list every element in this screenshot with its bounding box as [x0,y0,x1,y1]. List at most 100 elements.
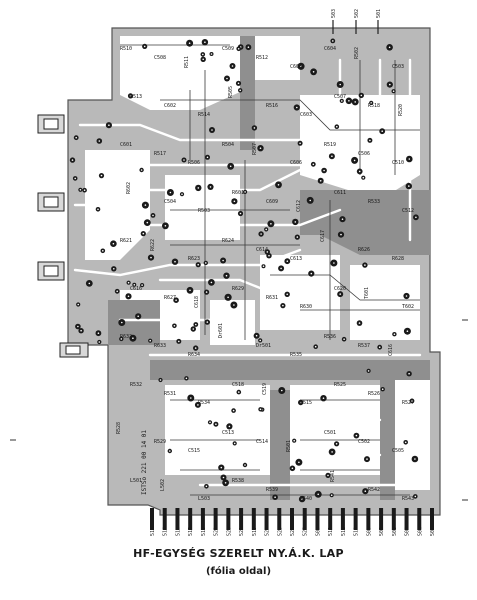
component-label: C603 [300,112,312,118]
pad-hole [378,346,381,349]
pad-hole [202,58,204,61]
pad-hole [330,494,333,497]
pad-hole [141,284,143,286]
component-label: C617 [320,230,326,242]
component-label: T602 [402,304,414,310]
pad-hole [215,423,217,426]
component-label: R505 [228,86,234,98]
component-label: C512 [402,208,414,214]
component-label: C605 [290,64,302,70]
component-label: R634 [188,352,200,358]
bottom-pin-label: 523 [277,527,283,536]
top-terminal-label: 501 [376,9,382,18]
pad-hole [175,299,177,302]
pad-hole [222,476,225,479]
component-label: C611 [334,190,346,196]
component-label: R622 [150,239,156,251]
bottom-pin [200,508,205,530]
pad-hole [309,199,312,202]
component-label: C614 [256,247,268,253]
pad-hole [237,48,240,50]
pad-hole [333,262,335,264]
bottom-pin [302,508,307,530]
pad-hole [415,216,417,219]
component-label: C515 [188,448,200,454]
pad-hole [232,409,235,412]
pad-hole [197,263,199,266]
pad-hole [97,332,100,335]
component-label: Dr501 [256,343,271,349]
bottom-pin-label: 505 [405,527,411,536]
pad-hole [406,330,409,333]
component-label: C518 [232,382,244,388]
pad-hole [364,490,367,493]
pad-hole [83,189,86,191]
bottom-pin [150,508,154,530]
bottom-pin-label: 514 [163,527,169,536]
pad-hole [210,281,213,284]
bottom-pin [162,508,167,530]
pad-hole [393,333,396,336]
component-label: R503 [198,208,210,214]
pad-hole [159,379,162,381]
component-label: R525 [334,382,346,388]
pad-hole [262,265,265,268]
component-label: R536 [324,334,336,340]
component-label: R502 [354,47,360,59]
pad-hole [108,124,110,126]
pad-hole [238,391,240,393]
component-label: R540 [300,496,312,502]
pad-hole [364,264,366,266]
component-label: R529 [154,439,166,445]
bottom-pin [315,508,320,530]
pad-hole [169,450,171,452]
pad-hole [282,304,284,307]
component-label: R633 [154,343,166,349]
component-label: C504 [164,199,176,205]
pad-hole [404,441,407,444]
component-label: C519 [262,383,268,395]
pad-hole [323,169,325,172]
pad-hole [253,127,256,129]
pad-hole [183,159,185,161]
pad-hole [209,421,211,424]
bottom-pin-label: 513 [150,527,156,536]
caption-title: HF-EGYSÉG SZERELT NY.Á.K. LAP [133,547,344,560]
component-label: R511 [184,56,190,68]
pad-hole [192,328,195,330]
bottom-pin-label: 512 [175,527,181,536]
bottom-pin [239,508,244,530]
pad-hole [331,451,333,453]
substrate-regions [85,36,430,490]
pad-hole [113,268,115,270]
component-label: C506 [358,151,370,157]
bottom-pin [404,508,409,530]
pad-hole [331,155,333,157]
bottom-pin-label: 520 [226,527,232,536]
bottom-pin-label: 515 [188,527,194,536]
pad-hole [298,461,300,464]
pad-hole [341,100,343,102]
pad-hole [367,370,370,372]
pad-hole [358,170,361,173]
pad-hole [237,82,240,85]
bottom-pin [213,508,218,530]
pad-hole [277,184,280,186]
pad-hole [339,83,342,86]
pad-hole [291,467,294,470]
top-terminal-label: 503 [331,9,337,18]
pad-hole [255,334,258,337]
pad-hole [210,53,213,55]
component-label: C508 [154,55,166,61]
pad-hole [259,147,262,149]
pad-hole [142,232,145,235]
component-label: R624 [222,238,234,244]
pad-hole [100,174,103,177]
component-label: R538 [232,478,244,484]
pad-hole [388,46,391,49]
pad-hole [408,158,411,160]
bottom-pin [290,508,294,530]
bottom-pin [430,508,434,530]
bottom-pin [328,508,333,530]
